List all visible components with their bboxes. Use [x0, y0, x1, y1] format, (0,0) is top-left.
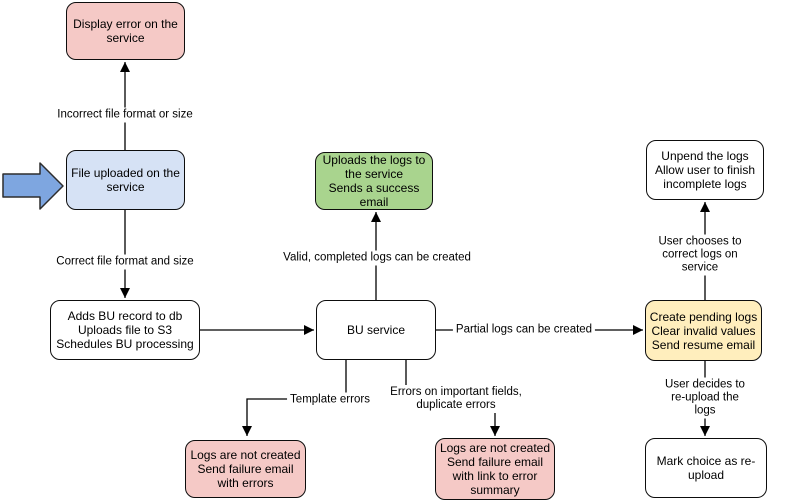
edge-label-important-field-errors: Errors on important fields, duplicate er… [387, 385, 525, 413]
node-bu-service: BU service [316, 300, 436, 360]
edge-label-incorrect-format: Incorrect file format or size [54, 107, 196, 123]
node-logs-not-created-summary: Logs are not created Send failure email … [435, 438, 555, 500]
node-unpend-logs: Unpend the logs Allow user to finish inc… [646, 140, 764, 200]
node-mark-choice-reupload: Mark choice as re- upload [645, 438, 767, 498]
edge-label-correct-on-service: User chooses to correct logs on service [649, 234, 751, 276]
edge-label-valid-logs: Valid, completed logs can be created [280, 250, 474, 266]
node-create-pending-logs: Create pending logs Clear invalid values… [645, 300, 762, 361]
edge-label-correct-format: Correct file format and size [53, 254, 197, 270]
node-display-error: Display error on the service [66, 2, 185, 60]
entry-point-arrow-icon [2, 162, 64, 210]
node-logs-not-created-errors: Logs are not created Send failure email … [185, 440, 306, 498]
edge-label-template-errors: Template errors [287, 392, 373, 408]
edge-label-reupload-logs: User decides to re-upload the logs [657, 377, 753, 419]
edge-label-partial-logs: Partial logs can be created [452, 322, 596, 338]
node-file-uploaded: File uploaded on the service [66, 150, 185, 210]
node-adds-bu-record: Adds BU record to db Uploads file to S3 … [50, 300, 200, 360]
node-uploads-logs-success: Uploads the logs to the service Sends a … [315, 152, 433, 210]
